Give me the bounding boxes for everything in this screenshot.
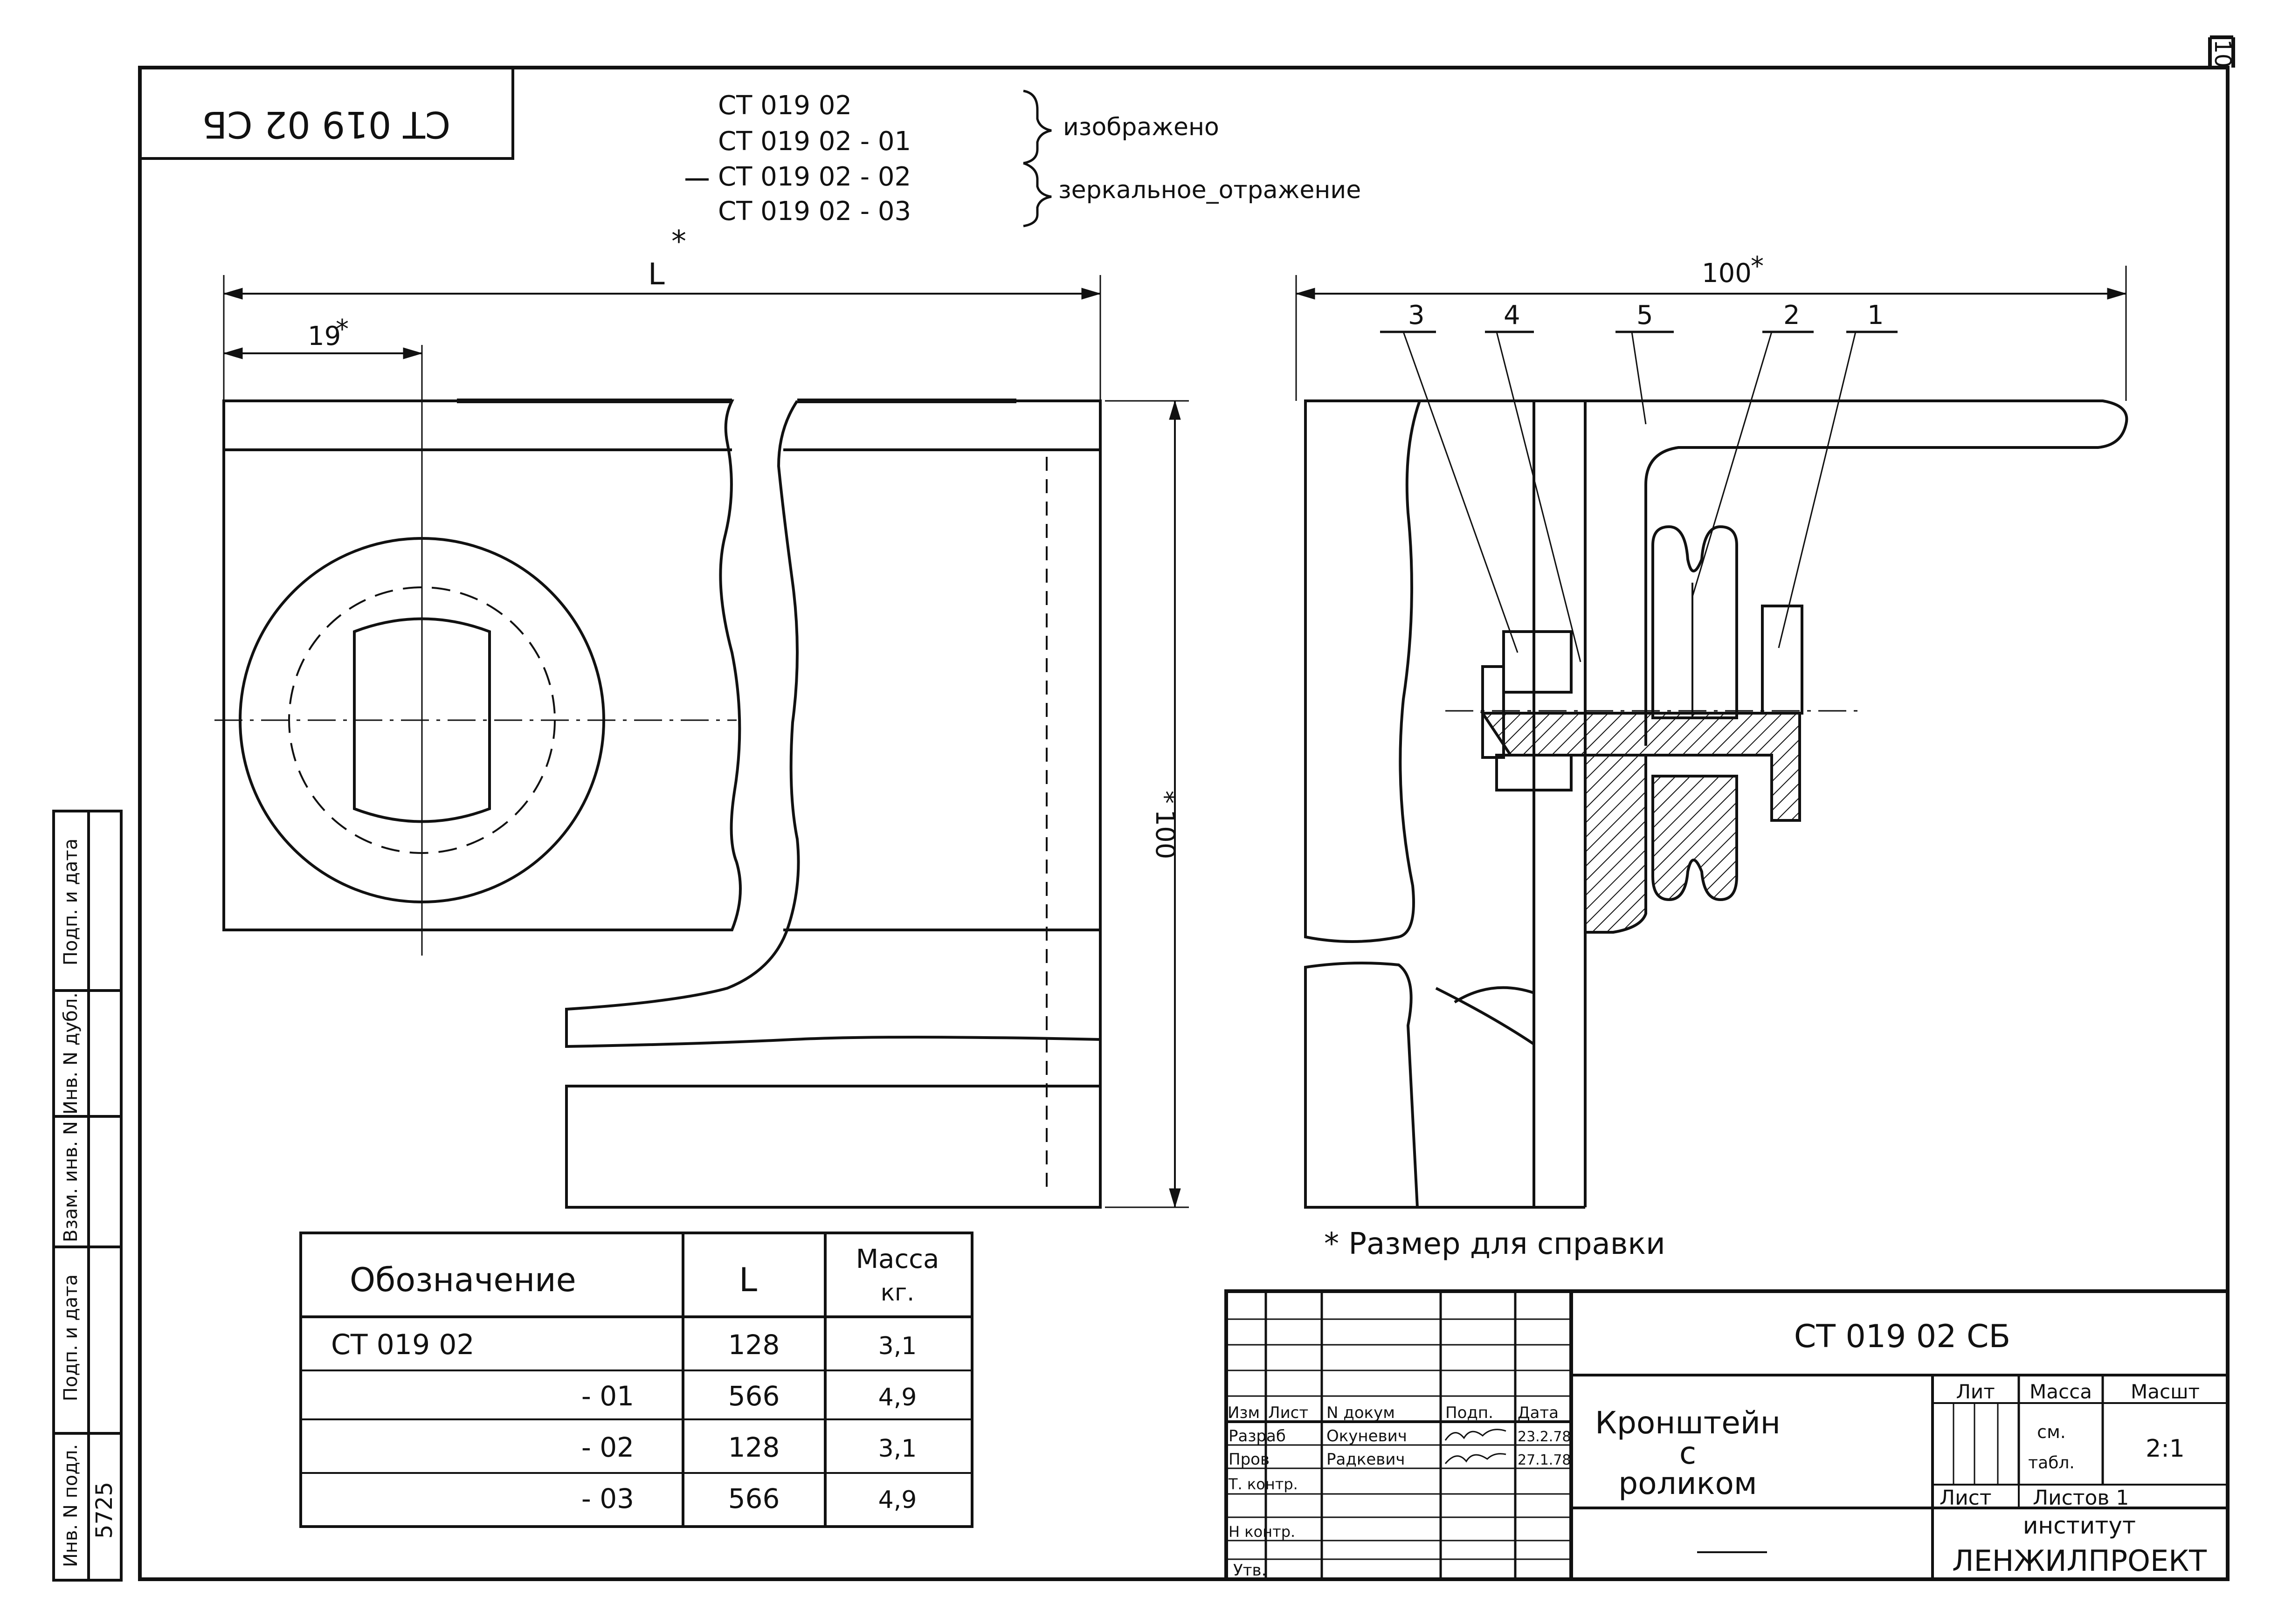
dim-L: L [648, 257, 665, 292]
mirror-label: зеркальное_отражение [1058, 176, 1361, 204]
table-cell-L: 566 [728, 1483, 780, 1514]
col-header: N докум [1326, 1404, 1395, 1422]
mass-value: см. [2037, 1422, 2066, 1442]
variant-line: СТ 019 02 [718, 90, 852, 121]
side-stamp [52, 810, 123, 1582]
title-name: роликом [1618, 1466, 1757, 1501]
person-name: Окуневич [1326, 1427, 1407, 1445]
top-stamp-code: СТ 019 02 СБ [202, 103, 451, 145]
side-stamp-label: Инв. N дубл. [60, 992, 82, 1115]
dim-19: 19 [308, 321, 341, 351]
dim-L-star: * [671, 225, 686, 259]
callout-5: 5 [1636, 300, 1653, 330]
brace [1023, 162, 1052, 227]
scale-value: 2:1 [2146, 1435, 2185, 1463]
person-name: Радкевич [1326, 1450, 1405, 1469]
dim-19-star: * [336, 314, 349, 344]
variants-list: СТ 019 02 СТ 019 02 - 01 СТ 019 02 - 02 … [685, 89, 1361, 227]
role-label: Пров [1229, 1450, 1270, 1469]
col-header: Дата [1518, 1404, 1559, 1422]
organization: ЛЕНЖИЛПРОЕКТ [1952, 1544, 2207, 1578]
title-block [1224, 1289, 2230, 1581]
table-cell-mass: 3,1 [878, 1332, 917, 1360]
sign-date: 27.1.78 [1518, 1452, 1571, 1468]
variant-line: СТ 019 02 - 02 [718, 162, 911, 192]
role-label: Утв. [1233, 1561, 1266, 1580]
section-view [1295, 266, 2128, 1209]
scale-label: Масшт [2131, 1380, 2200, 1403]
table-cell-designation: - 02 [581, 1431, 634, 1463]
table-header-kg: кг. [881, 1279, 914, 1306]
side-stamp-label: Взам. инв. N [60, 1121, 82, 1242]
table-header-designation: Обозначение [350, 1261, 576, 1299]
brace [1023, 89, 1052, 165]
variant-line: СТ 019 02 - 01 [718, 126, 911, 157]
sheets-label: Листов 1 [2033, 1486, 2129, 1510]
table-header-L: L [739, 1261, 757, 1299]
role-label: Н контр. [1229, 1523, 1295, 1541]
sheet-label: Лист [1940, 1486, 1992, 1510]
table-cell-L: 128 [728, 1329, 780, 1361]
signature [1444, 1429, 1506, 1441]
top-stamp: СТ 019 02 СБ [138, 66, 514, 160]
table-cell-L: 128 [728, 1431, 780, 1463]
callout-2: 2 [1783, 300, 1800, 330]
callout-4: 4 [1504, 300, 1520, 330]
variants-table [299, 1232, 973, 1528]
variant-line: СТ 019 02 - 03 [718, 196, 911, 227]
side-stamp-label: Инв. N подл. [60, 1444, 82, 1567]
table-cell-designation: - 01 [581, 1380, 634, 1412]
mass-label: Масса [2030, 1380, 2092, 1403]
sign-date: 23.2.78 [1518, 1429, 1571, 1445]
side-stamp-label: Подп. и дата [60, 839, 82, 965]
callout-3: 3 [1408, 300, 1425, 330]
col-header: Изм [1228, 1404, 1260, 1422]
front-view [214, 275, 1189, 1209]
callout-1: 1 [1867, 300, 1884, 330]
frame [138, 35, 2235, 1581]
reference-note: * Размер для справки [1324, 1227, 1665, 1261]
table-cell-mass: 4,9 [878, 1383, 917, 1411]
side-stamp-label: Подп. и дата [60, 1274, 82, 1401]
col-header: Лист [1268, 1404, 1308, 1422]
title-name: с [1679, 1435, 1696, 1471]
institute-label: институт [2023, 1512, 2136, 1539]
col-header: Подп. [1445, 1404, 1493, 1422]
lit-label: Лит [1956, 1380, 1995, 1403]
title-name: Кронштейн [1595, 1405, 1781, 1441]
dim-100-vertical: 100 [1150, 810, 1180, 860]
table-cell-designation: - 03 [581, 1483, 634, 1514]
dim-100-vertical-star: * [1150, 791, 1180, 804]
table-cell-designation: СТ 019 02 [331, 1328, 475, 1361]
shown-label: изображено [1063, 113, 1219, 141]
mass-value: табл. [2028, 1453, 2075, 1473]
role-label: Разраб [1229, 1427, 1286, 1445]
dim-100-horizontal: 100 [1702, 258, 1752, 289]
table-header-mass: Масса [856, 1244, 939, 1274]
signature [1444, 1453, 1506, 1464]
table-cell-mass: 3,1 [878, 1435, 917, 1463]
page-number: 10 [2209, 39, 2236, 68]
role-label: Т. контр. [1228, 1475, 1298, 1493]
title-designation: СТ 019 02 СБ [1794, 1318, 2010, 1355]
table-cell-mass: 4,9 [878, 1486, 917, 1514]
dim-100-horizontal-star: * [1751, 251, 1764, 282]
side-stamp-inv-value: 5725 [91, 1482, 117, 1539]
table-cell-L: 566 [728, 1380, 780, 1412]
